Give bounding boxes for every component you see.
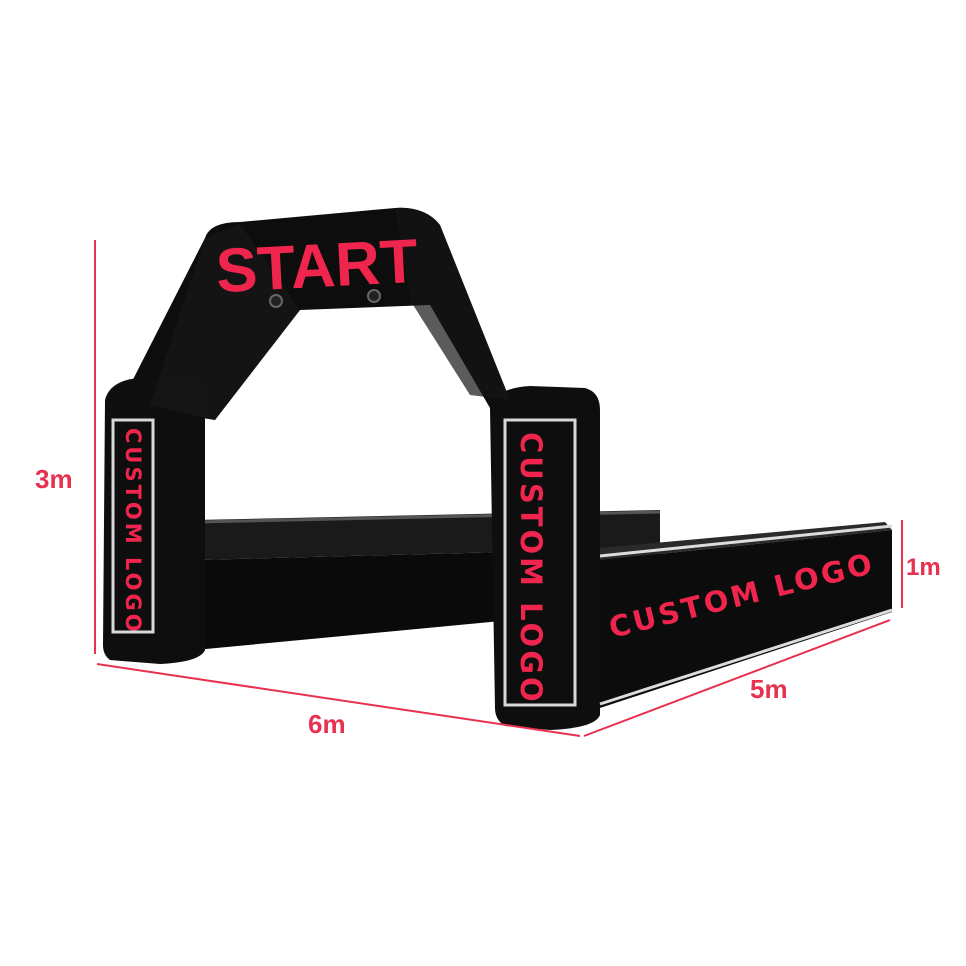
side-wall	[599, 522, 893, 708]
grommet-right	[367, 289, 381, 303]
height-label: 3m	[35, 464, 73, 494]
width-line	[96, 663, 581, 737]
left-leg-logo: CUSTOM LOGO	[121, 428, 145, 635]
right-leg-logo-panel: CUSTOM LOGO	[503, 418, 577, 707]
width-label: 6m	[308, 709, 346, 739]
grommet-left	[269, 294, 283, 308]
wall-height-label: 1m	[906, 554, 941, 581]
arch-title: START	[214, 227, 420, 306]
depth-label: 5m	[750, 674, 788, 704]
right-leg-logo: CUSTOM LOGO	[514, 432, 548, 705]
left-leg-logo-panel: CUSTOM LOGO	[111, 418, 155, 635]
depth-line	[583, 619, 891, 737]
dimension-lines	[94, 240, 903, 737]
